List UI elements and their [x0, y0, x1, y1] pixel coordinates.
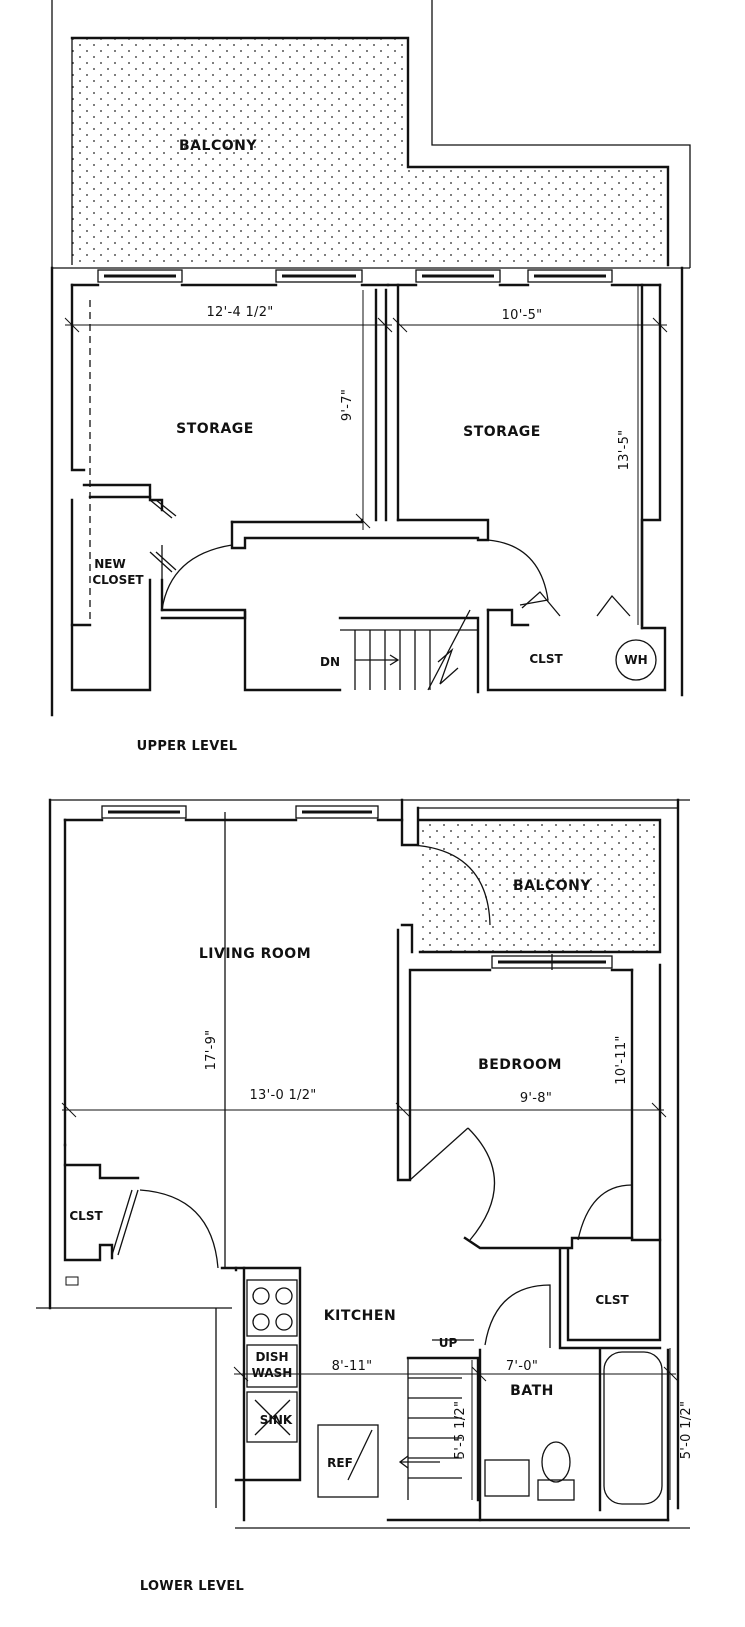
lower-balcony-label: BALCONY: [513, 878, 591, 894]
storage-left-depth-dim: 9'-7": [340, 389, 355, 421]
bath-label: BATH: [510, 1383, 554, 1399]
living-depth-dim: 17'-9": [204, 1030, 219, 1071]
upper-storage-right-label: STORAGE: [463, 424, 541, 440]
new-closet-label-line1: NEW: [94, 557, 125, 571]
kitchen-width-dim: 8'-11": [332, 1359, 373, 1374]
refrigerator-label: REF: [327, 1456, 353, 1470]
kitchen-label: KITCHEN: [324, 1308, 396, 1324]
lower-dimension-lines: [61, 1102, 679, 1500]
upper-storage-left-label: STORAGE: [176, 421, 254, 437]
upper-windows: [97, 269, 613, 283]
upper-balcony: [51, 0, 691, 269]
bath-width-dim: 7'-0": [506, 1359, 538, 1374]
storage-left-width-dim: 12'-4 1/2": [206, 305, 273, 320]
upper-balcony-label: BALCONY: [179, 138, 257, 154]
dishwasher-label-line2: WASH: [252, 1366, 293, 1380]
new-closet-label-line2: CLOSET: [92, 573, 144, 587]
bath-depth-dim: 5'-0 1/2": [679, 1401, 694, 1460]
storage-right-depth-dim: 13'-5": [617, 430, 632, 471]
living-room-label: LIVING ROOM: [199, 946, 311, 962]
upper-level-plan: BALCONY STORAGE STORAGE NEW CLOSET CLST …: [50, 0, 691, 754]
water-heater-label: WH: [624, 653, 647, 667]
upper-closet-label: CLST: [529, 652, 563, 666]
upper-walls: [50, 266, 684, 717]
lower-closet-left-label: CLST: [69, 1209, 103, 1223]
upper-level-title: UPPER LEVEL: [137, 739, 238, 754]
sink-label: SINK: [260, 1413, 293, 1427]
lower-closet-right-label: CLST: [595, 1293, 629, 1307]
upper-doors: [149, 499, 657, 681]
lower-balcony: [400, 798, 678, 954]
dishwasher-label-line1: DISH: [255, 1350, 288, 1364]
kitchen-depth-dim: 5'-5 1/2": [453, 1401, 468, 1460]
bedroom-depth-dim: 10'-11": [614, 1035, 629, 1084]
lower-windows: [101, 805, 613, 970]
lower-level-title: LOWER LEVEL: [140, 1579, 244, 1594]
living-width-dim: 13'-0 1/2": [249, 1088, 316, 1103]
lower-level-plan: LIVING ROOM BALCONY BEDROOM CLST CLST KI…: [36, 798, 694, 1594]
storage-right-width-dim: 10'-5": [502, 308, 543, 323]
bedroom-label: BEDROOM: [478, 1057, 562, 1073]
upper-dimension-lines: [64, 285, 668, 625]
stair-down-label: DN: [320, 655, 340, 669]
bedroom-width-dim: 9'-8": [520, 1091, 552, 1106]
stair-up-label: UP: [439, 1336, 458, 1350]
